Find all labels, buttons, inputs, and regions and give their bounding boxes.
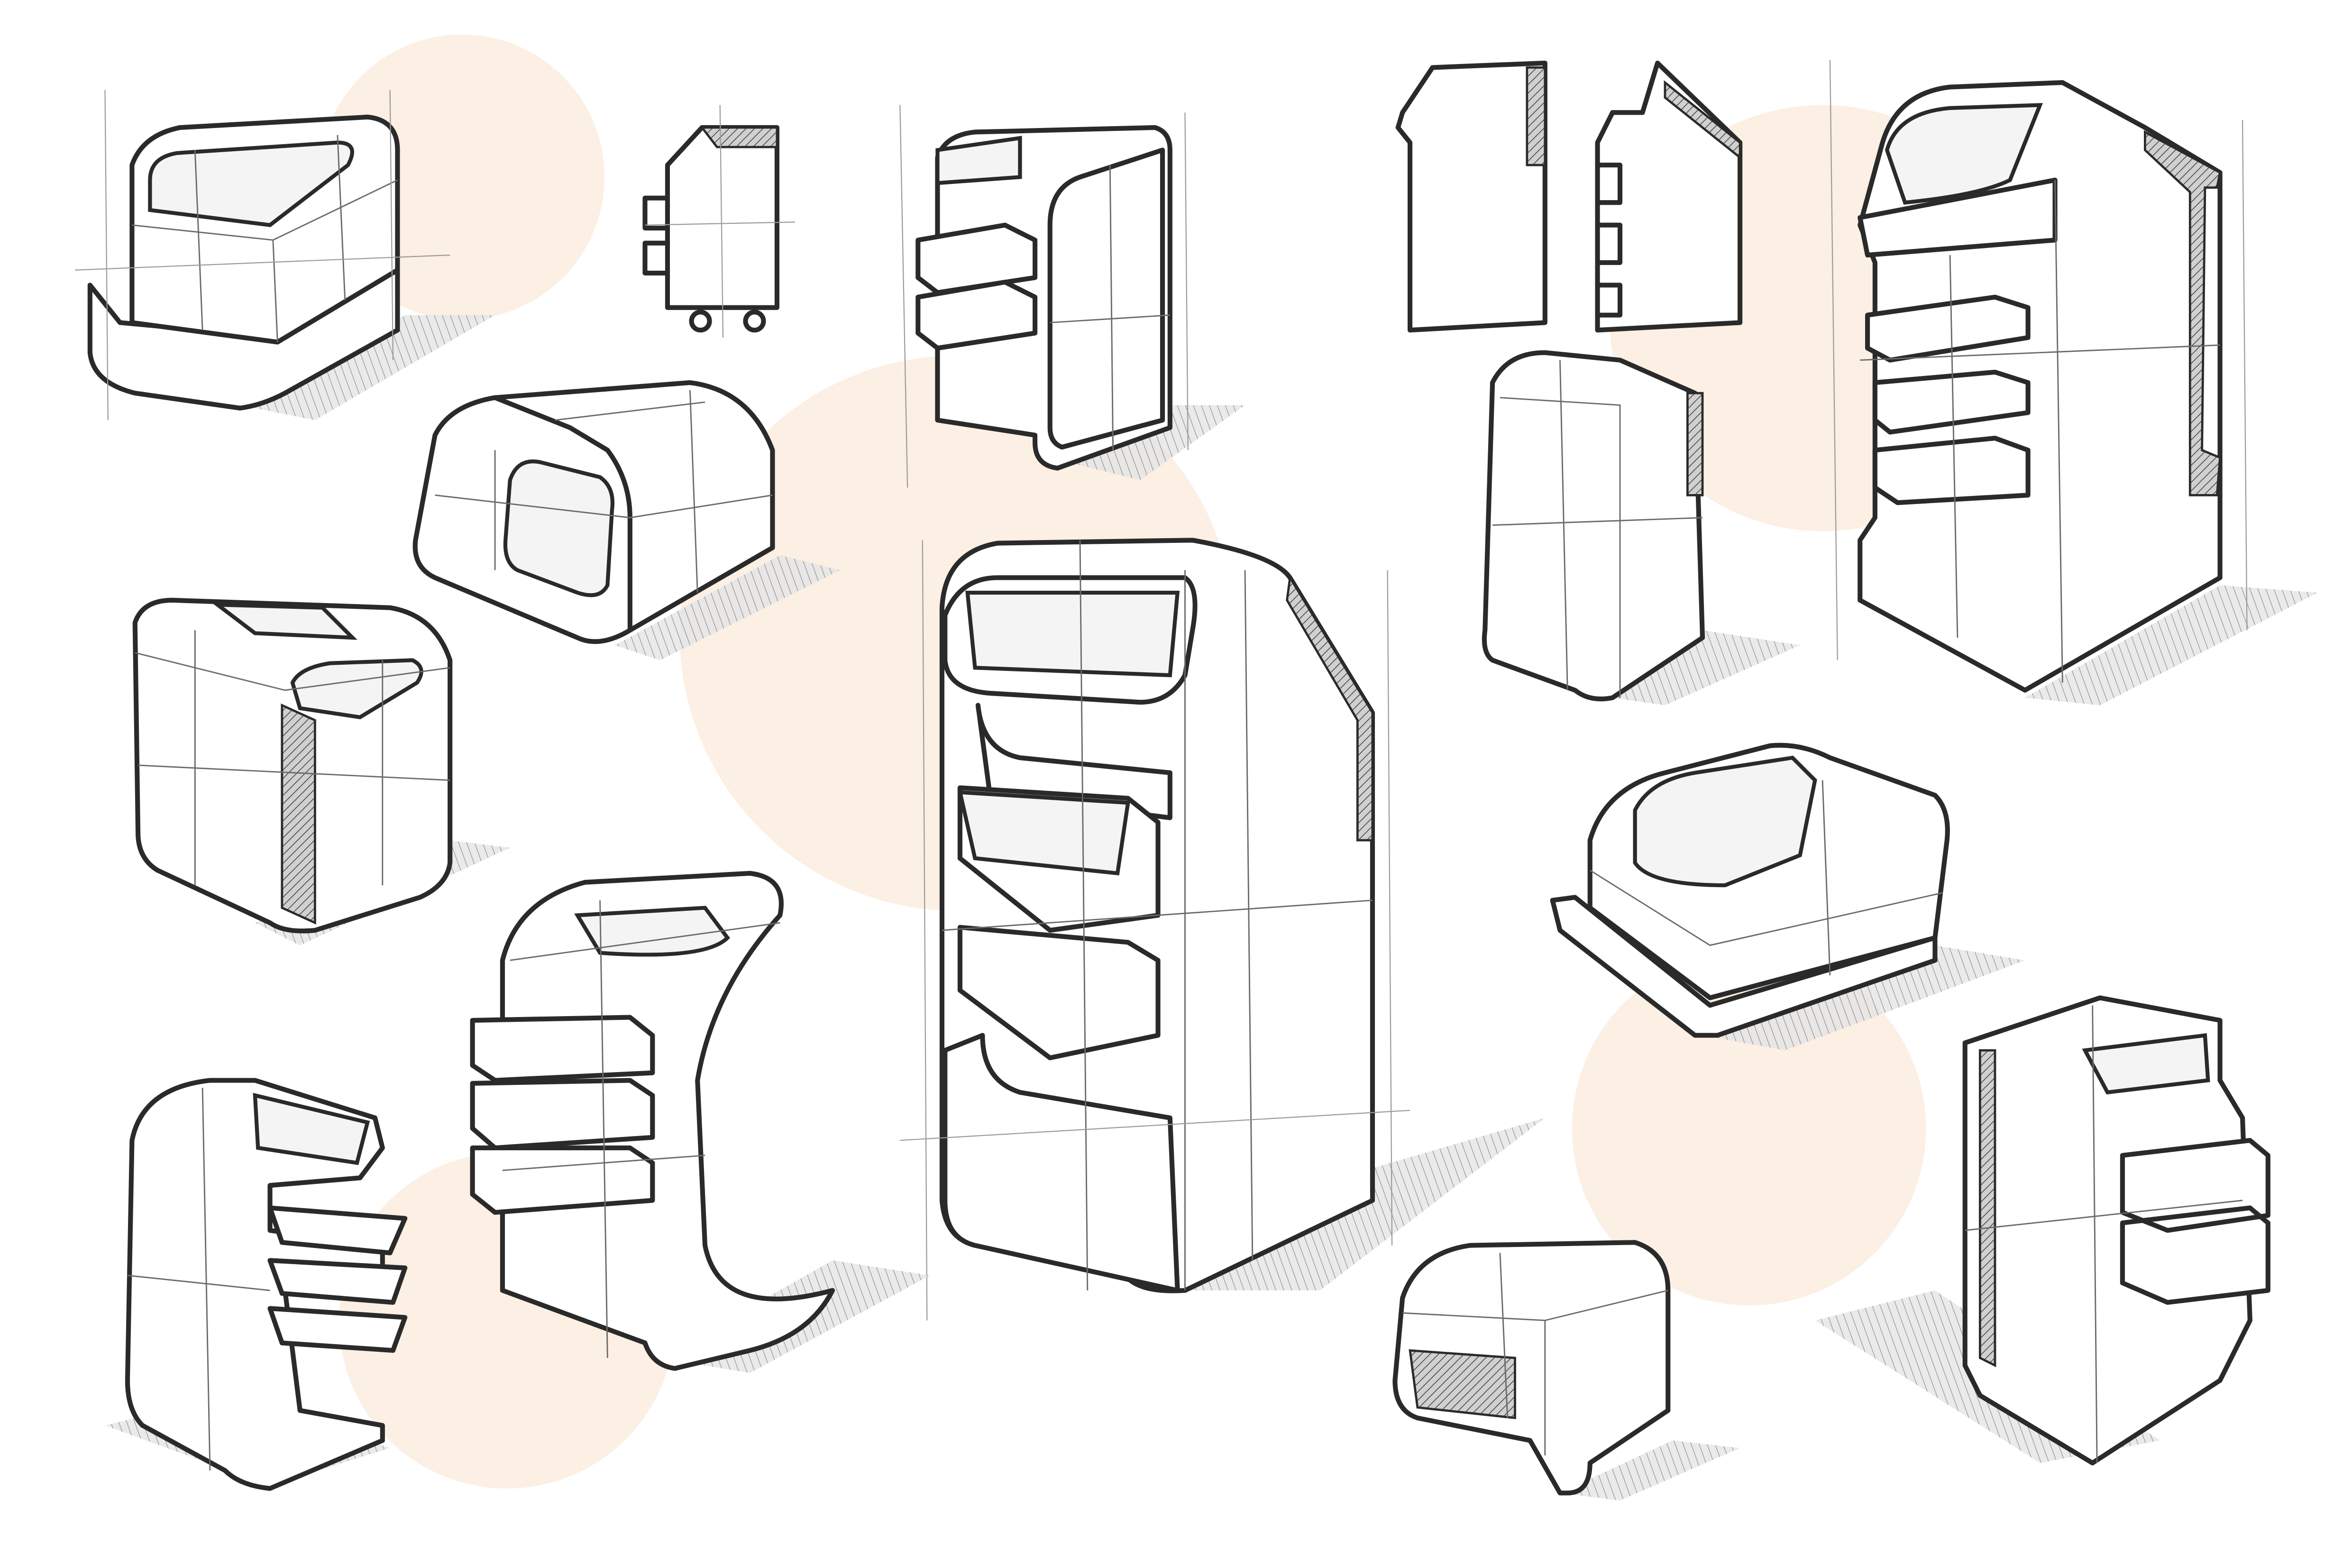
sketch-horizontal-box — [412, 380, 840, 660]
sketch-tall-unit-back — [1482, 350, 1800, 706]
sketch-tall-narrow-kiosk — [105, 1078, 408, 1491]
sketch-side-profiles-pair — [1395, 60, 1743, 333]
sketch-large-kiosk-right — [1829, 60, 2318, 706]
accent-circle — [1572, 951, 1926, 1306]
sketch-kiosk-drawers — [470, 871, 930, 1373]
sketch-countertop-tray-unit — [75, 90, 495, 421]
sketch-small-box — [1392, 1240, 1740, 1501]
wheel — [743, 310, 766, 333]
sketch-large-kiosk-center — [900, 538, 1545, 1320]
sketch-tall-drawer-unit — [899, 105, 1245, 488]
sketch-box-top-opening — [132, 597, 510, 945]
wheel — [689, 310, 712, 333]
sketch-device-with-tray — [1550, 743, 2025, 1051]
sketch-tall-kiosk-right — [1815, 995, 2270, 1466]
sketch-side-profile-wheels — [642, 105, 795, 338]
